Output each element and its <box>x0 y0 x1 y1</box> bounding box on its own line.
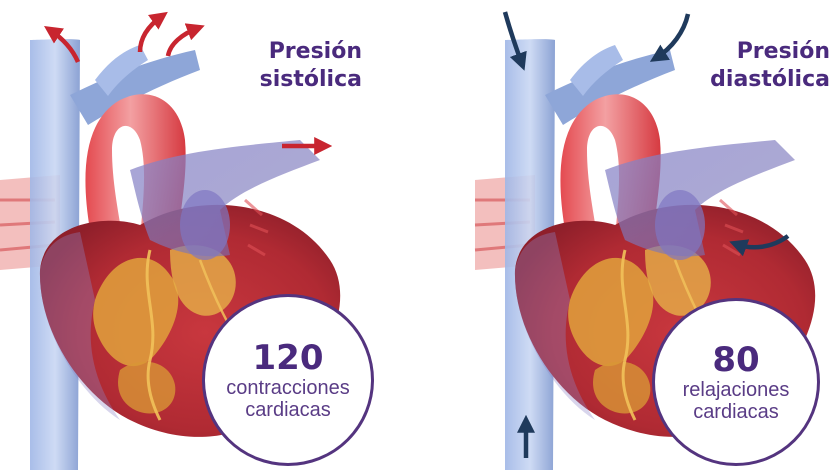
systolic-label-line2: cardiacas <box>245 399 331 421</box>
diastolic-title: Presión diastólica <box>690 38 830 94</box>
systolic-label-line1: contracciones <box>226 377 349 399</box>
diastolic-badge: 80 relajaciones cardiacas <box>652 298 820 466</box>
arrow-in-2 <box>656 14 688 58</box>
systolic-value: 120 <box>253 339 324 377</box>
arrow-out-2 <box>140 16 162 52</box>
systolic-badge: 120 contracciones cardiacas <box>202 294 374 466</box>
diastolic-label-line2: cardiacas <box>693 401 779 423</box>
diastolic-title-line2: diastólica <box>690 66 830 94</box>
systolic-title-line1: Presión <box>230 38 362 66</box>
systolic-title-line2: sistólica <box>230 66 362 94</box>
diastolic-title-line1: Presión <box>690 38 830 66</box>
systolic-title: Presión sistólica <box>230 38 362 94</box>
diastolic-value: 80 <box>712 341 759 379</box>
diastolic-label-line1: relajaciones <box>683 379 790 401</box>
